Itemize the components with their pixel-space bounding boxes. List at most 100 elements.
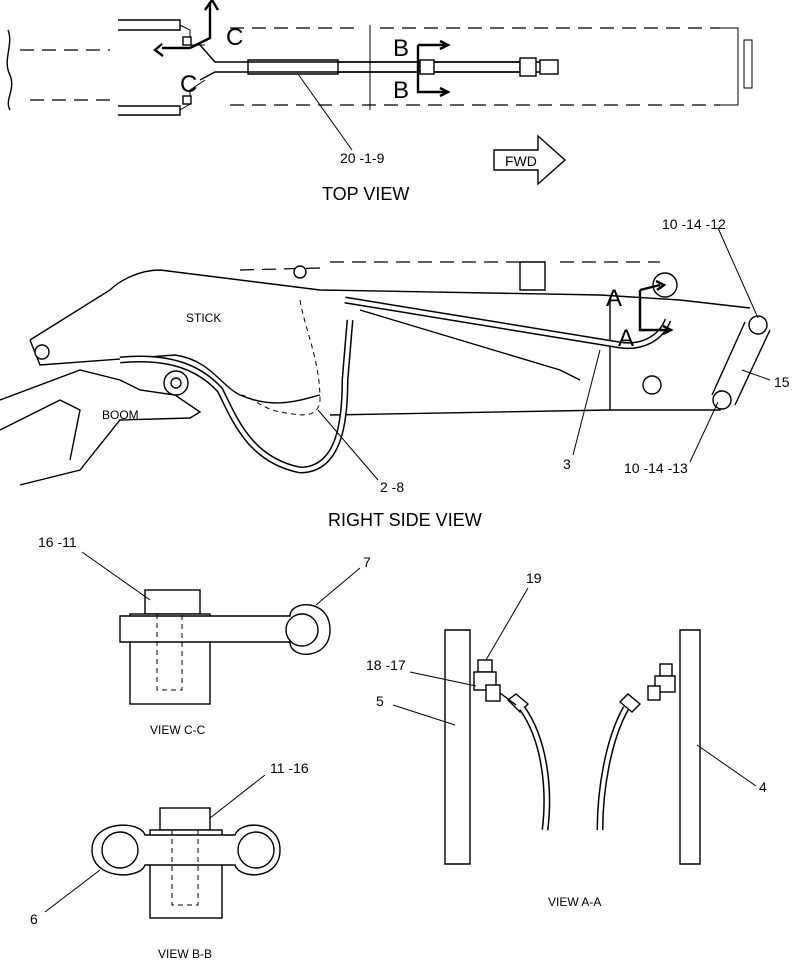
leader-16-11 xyxy=(81,551,151,601)
view-a-a-title: VIEW A-A xyxy=(548,895,601,909)
top-view: C C B B 20 -1-9 FWD TOP VIEW xyxy=(6,0,753,204)
clip-hole xyxy=(285,613,319,647)
callout-20-1-9: 20 -1-9 xyxy=(340,150,385,166)
clamp-b xyxy=(419,59,435,75)
bolt-shank xyxy=(156,614,183,691)
view-a-a: 19 18 -17 5 4 VIEW A-A xyxy=(366,570,767,909)
plate-5 xyxy=(444,629,471,865)
pin-boom-inner xyxy=(170,377,182,389)
link-pin-bottom xyxy=(712,390,732,410)
hose-fitting-right xyxy=(618,693,642,713)
boom-outline xyxy=(0,369,202,486)
elbow-right xyxy=(647,685,661,701)
section-b-arrows xyxy=(439,39,451,98)
section-a-arrows xyxy=(655,279,674,336)
leader-4 xyxy=(696,744,757,787)
link-pin-top xyxy=(748,315,768,335)
section-b-label-top: B xyxy=(393,35,409,62)
bolt-19 xyxy=(477,659,493,673)
section-a-line-top xyxy=(639,283,661,292)
view-c-c-title: VIEW C-C xyxy=(150,723,206,737)
section-c-line xyxy=(189,2,212,50)
bolt-right xyxy=(659,663,673,677)
section-a-label-bottom: A xyxy=(618,325,634,352)
callout-10-14-13: 10 -14 -13 xyxy=(624,460,688,476)
tube-lower xyxy=(359,309,581,381)
callout-16-11: 16 -11 xyxy=(38,534,77,550)
callout-18-17: 18 -17 xyxy=(366,657,406,673)
view-b-b-title: VIEW B-B xyxy=(158,947,212,961)
cylinder-end xyxy=(519,261,546,291)
section-b-line xyxy=(416,45,445,94)
leader-18-17 xyxy=(409,671,477,687)
stick-rear xyxy=(609,300,721,411)
bolt-head-bb xyxy=(159,807,211,831)
coupling xyxy=(519,57,537,77)
clip-lower xyxy=(182,95,192,105)
stick-top-dashed xyxy=(239,261,660,271)
leader-10-14-13 xyxy=(689,401,719,463)
stick-end-plate xyxy=(743,39,753,89)
hose-2-8-outer xyxy=(119,319,354,474)
section-c-label-bottom: C xyxy=(180,71,197,98)
section-c-label-top: C xyxy=(226,24,243,51)
tube-left-stub xyxy=(499,692,517,706)
leader-2-8 xyxy=(317,409,379,481)
fwd-label: FWD xyxy=(505,153,537,169)
section-a-line xyxy=(638,290,668,332)
callout-7: 7 xyxy=(363,554,371,570)
callout-19: 19 xyxy=(526,570,542,586)
section-b-label-bottom: B xyxy=(393,77,409,104)
leader-19 xyxy=(485,587,529,661)
hose-guard xyxy=(247,59,339,75)
hose-2-8-inner xyxy=(119,319,352,473)
section-c-arrow-top xyxy=(204,0,220,11)
callout-10-14-12: 10 -14 -12 xyxy=(662,216,726,232)
hose-fitting-left xyxy=(506,693,530,713)
leader-7 xyxy=(315,567,361,606)
view-b-b: 11 -16 6 VIEW B-B xyxy=(30,760,309,961)
stick-bottom xyxy=(329,409,611,416)
leader-3 xyxy=(572,349,601,456)
tube-segment-2 xyxy=(434,61,521,73)
fwd-arrow xyxy=(493,134,567,186)
callout-3: 3 xyxy=(563,456,571,472)
hose-run-lower xyxy=(199,71,550,81)
pin-small xyxy=(293,265,307,279)
section-c-arrow-left xyxy=(153,43,164,57)
section-a-label-top: A xyxy=(606,285,622,312)
boom-inner xyxy=(0,399,81,461)
clamp-hole-right xyxy=(237,831,275,869)
stick-label: STICK xyxy=(186,311,221,325)
double-clamp xyxy=(91,824,281,876)
hose-hidden-path xyxy=(239,299,321,416)
leader-20-1-9 xyxy=(297,73,353,151)
callout-11-16: 11 -16 xyxy=(270,760,309,776)
callout-5: 5 xyxy=(376,693,384,709)
hose-right-inner xyxy=(598,707,628,831)
hose-left-inner xyxy=(520,706,549,831)
right-side-view: STICK BOOM A A 10 -14 -12 15 10 -14 -13 … xyxy=(0,216,790,530)
right-side-view-title: RIGHT SIDE VIEW xyxy=(328,510,482,530)
clip-upper xyxy=(182,36,192,46)
callout-4: 4 xyxy=(759,779,767,795)
fitting-end xyxy=(539,59,559,75)
leader-6 xyxy=(44,869,101,913)
elbow-left xyxy=(485,684,501,702)
link-15 xyxy=(711,321,771,406)
tube-segment xyxy=(338,61,421,73)
callout-15: 15 xyxy=(774,374,790,390)
leader-15 xyxy=(741,369,771,381)
strap-clip xyxy=(119,604,331,655)
boom-label: BOOM xyxy=(102,408,139,422)
stick-outline-upper xyxy=(29,269,751,341)
pin-stick xyxy=(34,344,50,360)
stick-end xyxy=(720,27,739,106)
break-line-left xyxy=(6,29,13,111)
callout-2-8: 2 -8 xyxy=(380,479,404,495)
leader-10-14-12 xyxy=(717,227,759,319)
bolt-shank-bb xyxy=(171,830,199,906)
fork-upper xyxy=(118,19,181,31)
top-view-title: TOP VIEW xyxy=(322,184,409,204)
